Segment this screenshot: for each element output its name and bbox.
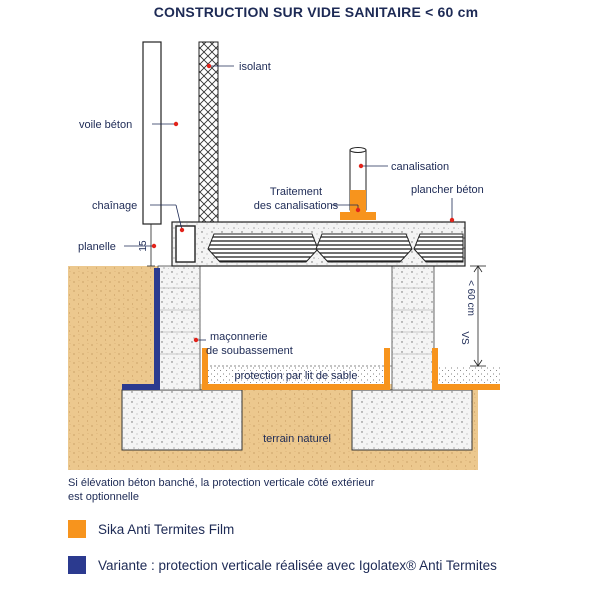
label-maconnerie-2: de soubassement <box>206 345 293 357</box>
note-line-1: Si élévation béton banché, la protection… <box>68 477 375 489</box>
pipe-treatment-base <box>340 212 376 220</box>
label-terrain-naturel: terrain naturel <box>263 433 331 445</box>
masonry-left-joints <box>158 287 200 355</box>
legend-swatch-film <box>68 520 86 538</box>
legend-swatch-variant <box>68 556 86 574</box>
note-line-2: est optionnelle <box>68 491 139 503</box>
masonry-left <box>157 265 201 391</box>
hollow-block-2 <box>315 233 413 263</box>
masonry-right-joints <box>392 287 434 355</box>
footing-left <box>121 389 243 451</box>
label-maconnerie-1: maçonnerie <box>210 331 267 343</box>
igolatex-variant <box>122 268 160 390</box>
dim-60-label: < 60 cm <box>465 280 476 316</box>
label-planelle: planelle <box>78 241 116 253</box>
label-chainage: chaînage <box>92 200 137 212</box>
label-voile-beton: voile béton <box>79 119 132 131</box>
chainage-box <box>175 225 196 263</box>
legend-label-variant: Variante : protection verticale réalisée… <box>98 558 497 573</box>
legend-label-film: Sika Anti Termites Film <box>98 522 234 537</box>
leader-lines <box>124 65 453 341</box>
footing-right <box>351 389 473 451</box>
insulation <box>198 41 219 225</box>
diagram-title: CONSTRUCTION SUR VIDE SANITAIRE < 60 cm <box>154 4 479 20</box>
label-traitement-1: Traitement <box>270 186 322 198</box>
anti-termite-film-right <box>432 348 500 390</box>
leader-dots <box>151 63 455 343</box>
label-canalisation: canalisation <box>391 161 449 173</box>
sand-bed <box>204 366 386 384</box>
hollow-block-1 <box>207 233 319 263</box>
label-isolant: isolant <box>239 61 271 73</box>
label-protection-sable: protection par lit de sable <box>235 370 358 382</box>
concrete-wall <box>142 41 162 225</box>
vs-label: VS <box>459 331 470 345</box>
masonry-right <box>391 265 435 391</box>
label-traitement-2: des canalisations <box>254 200 339 212</box>
hollow-block-3 <box>413 233 464 263</box>
pipe-top <box>349 147 367 153</box>
anti-termite-film-interior <box>202 348 390 390</box>
pipe-treatment-film <box>350 190 366 215</box>
sand-bed-right <box>438 366 500 384</box>
label-plancher-beton: plancher béton <box>411 184 484 196</box>
